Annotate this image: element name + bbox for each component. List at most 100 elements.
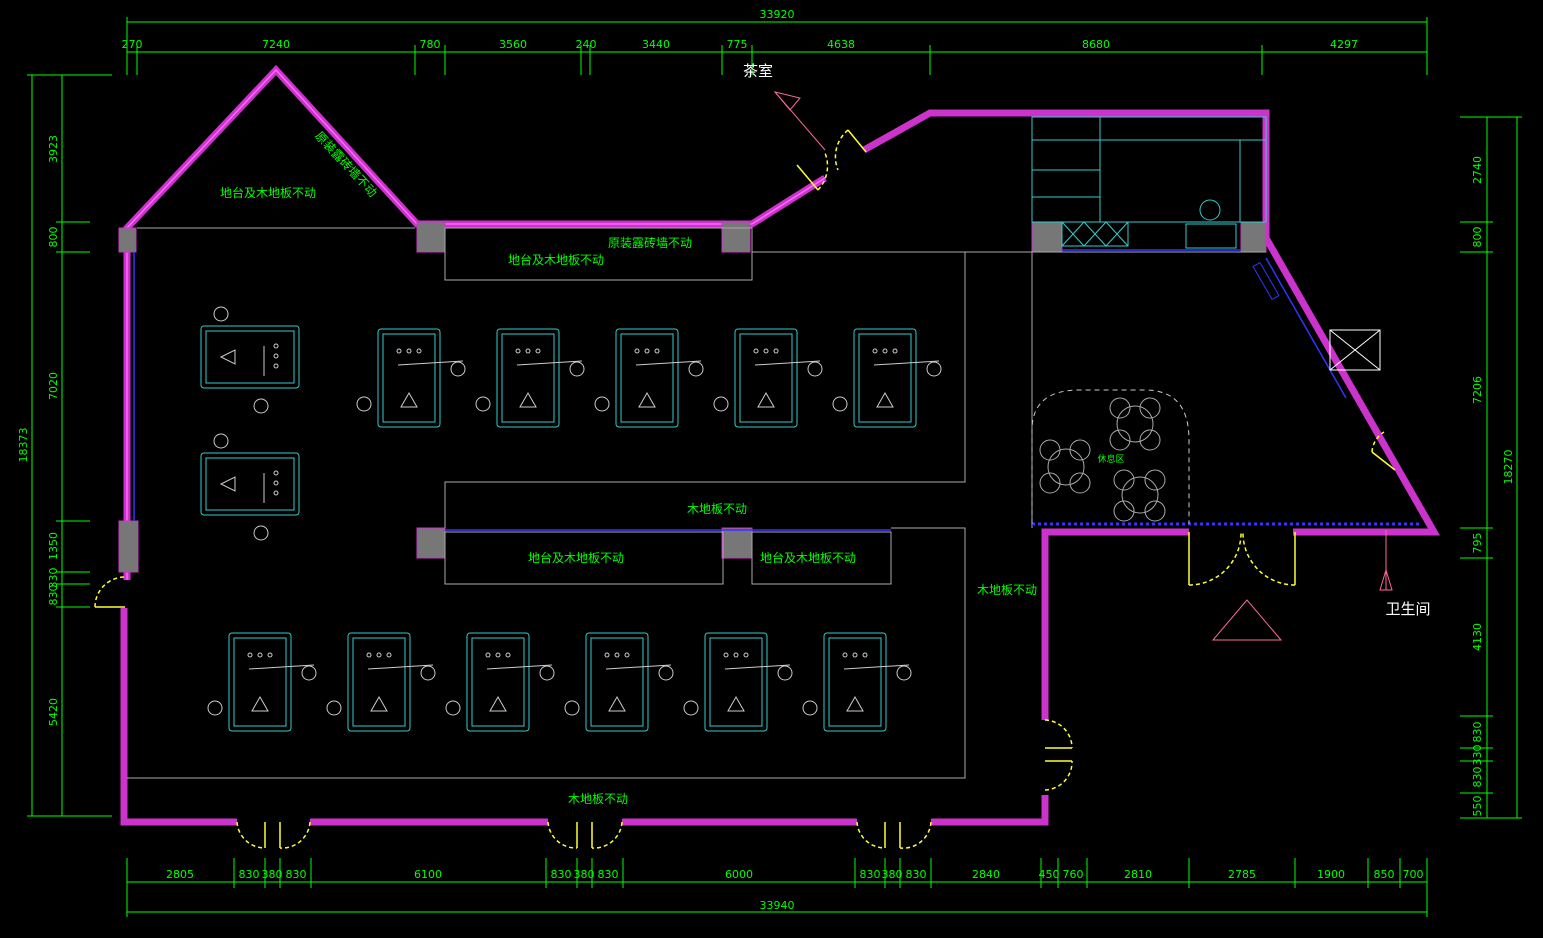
interior-partitions — [127, 227, 1266, 779]
door-diagonal — [1371, 431, 1396, 471]
bottom-dim-15: 760 — [1063, 868, 1084, 881]
column-1 — [118, 227, 137, 253]
right-dim-2: 800 — [1471, 227, 1484, 248]
lower-hall-boundary — [127, 527, 966, 779]
right-dim-9: 550 — [1471, 796, 1484, 817]
bottom-dim-10: 830 — [860, 868, 881, 881]
pool-table-lower-3 — [445, 632, 555, 732]
pool-table-lower-4 — [564, 632, 674, 732]
left-dim-6: 830 — [47, 585, 60, 606]
column-3 — [721, 221, 751, 253]
left-total-dimension: 18373 — [17, 428, 30, 463]
zone-brick-diag-label: 原装露砖墙不动 — [312, 128, 380, 200]
door-tea-room — [796, 129, 867, 191]
top-dim-5: 240 — [576, 38, 597, 51]
wall-bottom-right — [931, 795, 1049, 826]
lounge-set-2 — [1109, 397, 1161, 451]
tea-room-label: 茶室 — [743, 62, 773, 80]
top-dim-9: 8680 — [1082, 38, 1110, 51]
left-dim-3: 7020 — [47, 372, 60, 400]
pool-table-side-2 — [200, 433, 300, 541]
zone-top-brick-label: 原装露砖墙不动 — [608, 235, 692, 250]
bottom-total-dimension: 33940 — [760, 899, 795, 912]
bottom-dimension-chain — [126, 858, 1428, 917]
kitchen-counter — [1185, 223, 1237, 249]
zone-top-platform-label: 地台及木地板不动 — [508, 252, 604, 267]
top-dim-7: 775 — [727, 38, 748, 51]
rest-area-boundary — [1031, 389, 1190, 524]
top-dim-2: 7240 — [262, 38, 290, 51]
bottom-dim-13: 2840 — [972, 868, 1000, 881]
platform-mid-right — [751, 531, 892, 585]
bottom-dim-4: 830 — [286, 868, 307, 881]
window-box — [1329, 329, 1381, 371]
zone-triangle-label: 地台及木地板不动 — [220, 185, 316, 200]
pool-tables — [200, 306, 942, 732]
zone-bottom-wood-label: 木地板不动 — [568, 792, 628, 806]
pool-table-lower-6 — [802, 632, 912, 732]
left-dimension-labels: 18373 3923 800 7020 1350 330 830 5420 — [17, 135, 60, 726]
column-8 — [118, 520, 139, 573]
top-dim-8: 4638 — [827, 38, 855, 51]
top-dim-10: 4297 — [1330, 38, 1358, 51]
top-dim-3: 780 — [420, 38, 441, 51]
bottom-dim-1: 2805 — [166, 868, 194, 881]
glass-partitions — [133, 249, 1420, 531]
left-dim-1: 3923 — [47, 135, 60, 163]
bottom-dim-6: 830 — [551, 868, 572, 881]
zone-right-wood-label: 木地板不动 — [977, 583, 1037, 597]
left-dim-2: 800 — [47, 227, 60, 248]
kitchen-fixtures — [1031, 116, 1381, 371]
wall-right-annex — [1041, 528, 1189, 720]
bottom-dim-9: 6000 — [725, 868, 753, 881]
platform-mid-left — [444, 531, 724, 585]
wall-cabinet-1 — [1252, 261, 1280, 301]
zone-mid-wood-label: 木地板不动 — [687, 502, 747, 516]
tea-room-flag — [773, 91, 826, 151]
left-dim-7: 5420 — [47, 698, 60, 726]
rest-area-label: 休息区 — [1097, 453, 1124, 465]
zone-mid-right-label: 地台及木地板不动 — [760, 550, 856, 565]
pool-table-upper-1 — [356, 328, 466, 428]
pool-table-upper-5 — [832, 328, 942, 428]
right-dim-1: 2740 — [1471, 156, 1484, 184]
door-right-annex — [1044, 719, 1073, 791]
left-dimension-chain — [27, 74, 112, 817]
right-dimension-chain — [1460, 116, 1522, 819]
bottom-dim-18: 1900 — [1317, 868, 1345, 881]
right-dimension-labels: 18270 2740 800 7206 795 4130 830 330 830… — [1471, 156, 1515, 817]
column-5 — [1240, 221, 1267, 253]
top-dim-6: 3440 — [642, 38, 670, 51]
right-dim-7: 330 — [1471, 745, 1484, 766]
rest-area — [1031, 389, 1190, 524]
right-dim-5: 4130 — [1471, 623, 1484, 651]
bottom-segment-labels: 2805 830 380 830 6100 830 380 830 6000 8… — [166, 868, 1424, 881]
crate-x6 — [1105, 221, 1129, 247]
bottom-dim-11: 380 — [882, 868, 903, 881]
lounge-sets — [1039, 397, 1166, 522]
platform-top — [444, 227, 753, 281]
crate-x2 — [1061, 221, 1085, 247]
bottom-dim-19: 850 — [1374, 868, 1395, 881]
restroom-label: 卫生间 — [1385, 600, 1430, 618]
door-rest-area — [1188, 531, 1296, 586]
bottom-dim-7: 380 — [574, 868, 595, 881]
bottom-dim-8: 830 — [598, 868, 619, 881]
door-bottom-1 — [236, 821, 311, 849]
pool-table-upper-2 — [475, 328, 585, 428]
bottom-dim-14: 450 — [1039, 868, 1060, 881]
wall-left-lower — [120, 608, 237, 826]
glass-diagonal — [1265, 257, 1347, 399]
wall-top-right-section — [862, 109, 1441, 536]
top-dimension-chain — [126, 17, 1428, 75]
lounge-set-3 — [1113, 469, 1166, 522]
right-dim-6: 830 — [1471, 722, 1484, 743]
entrance-triangle — [1211, 599, 1283, 641]
door-bottom-3 — [856, 821, 932, 849]
column-7 — [721, 527, 753, 559]
right-dim-8: 830 — [1471, 767, 1484, 788]
lounge-set-1 — [1039, 439, 1091, 494]
right-total-dimension: 18270 — [1502, 450, 1515, 485]
top-dim-1: 270 — [122, 38, 143, 51]
markers — [773, 91, 1393, 641]
